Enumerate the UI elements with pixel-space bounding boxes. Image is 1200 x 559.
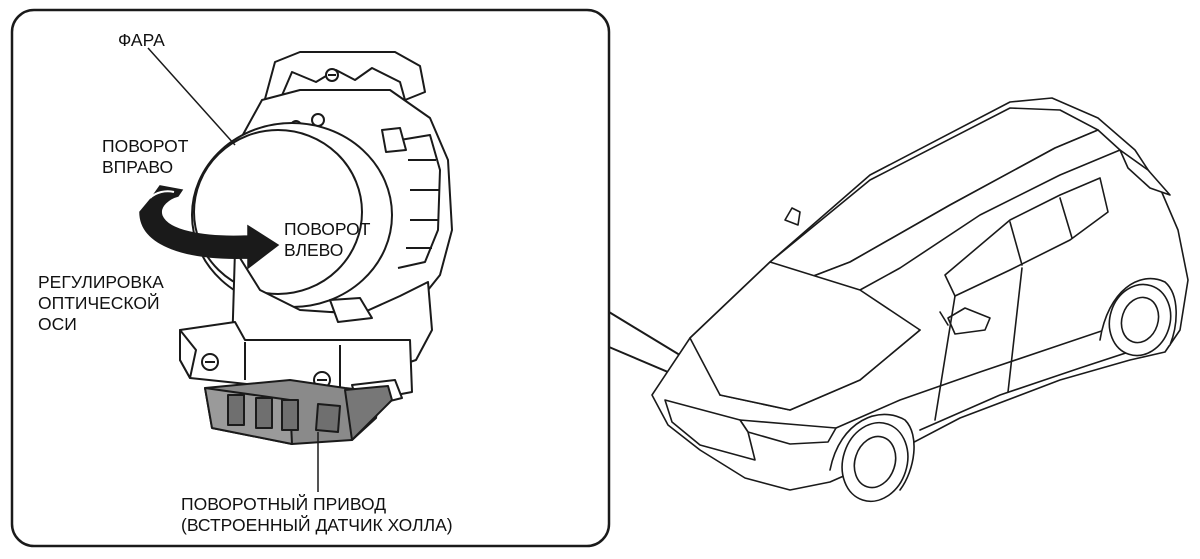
- label-headlamp: ФАРА: [118, 30, 165, 50]
- swivel-actuator: [204, 379, 393, 445]
- label-aiming: РЕГУЛИРОВКА ОПТИЧЕСКОЙ ОСИ: [38, 272, 164, 334]
- swivel-arrow: [139, 185, 280, 270]
- label-leaders: [147, 47, 319, 492]
- label-actuator: ПОВОРОТНЫЙ ПРИВОД (ВСТРОЕННЫЙ ДАТЧИК ХОЛ…: [181, 494, 453, 535]
- car-illustration: [651, 97, 1189, 503]
- headlamp-unit: [179, 51, 453, 413]
- label-swivel-right: ПОВОРОТ ВПРАВО: [102, 136, 189, 177]
- label-swivel-left: ПОВОРОТ ВЛЕВО: [284, 219, 371, 260]
